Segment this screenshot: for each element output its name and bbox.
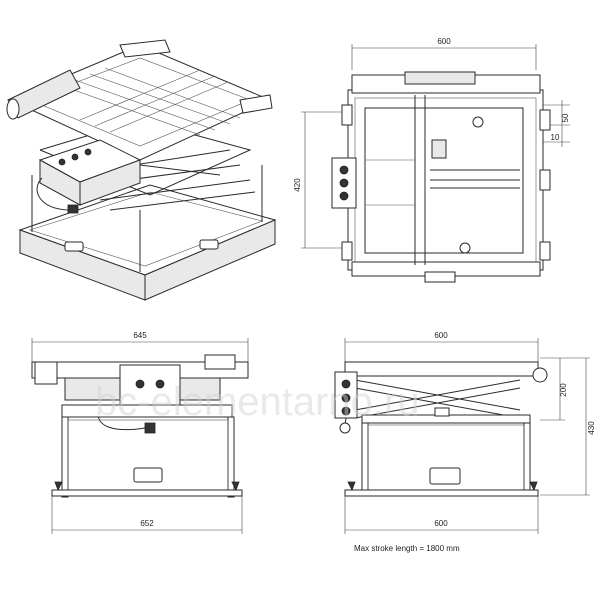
dim-front-bottom-width: 652: [140, 519, 154, 528]
side-view: [334, 338, 590, 534]
dim-top-width: 600: [437, 37, 451, 46]
top-view: [301, 44, 570, 283]
stroke-length-note: Max stroke length = 1800 mm: [354, 544, 460, 553]
dim-top-offset-b: 10: [551, 133, 560, 142]
dim-top-height: 420: [293, 178, 302, 192]
dim-front-top-width: 645: [133, 331, 147, 340]
front-view: [31, 338, 249, 534]
dim-side-upper-height: 200: [559, 383, 568, 397]
dim-side-top-width: 600: [434, 331, 448, 340]
watermark: bc-elementarno.ru: [95, 380, 420, 424]
dim-top-offset-a: 50: [561, 113, 570, 122]
dim-side-total-height: 430: [587, 421, 596, 435]
isometric-view: [6, 39, 277, 301]
dim-side-bottom-width: 600: [434, 519, 448, 528]
